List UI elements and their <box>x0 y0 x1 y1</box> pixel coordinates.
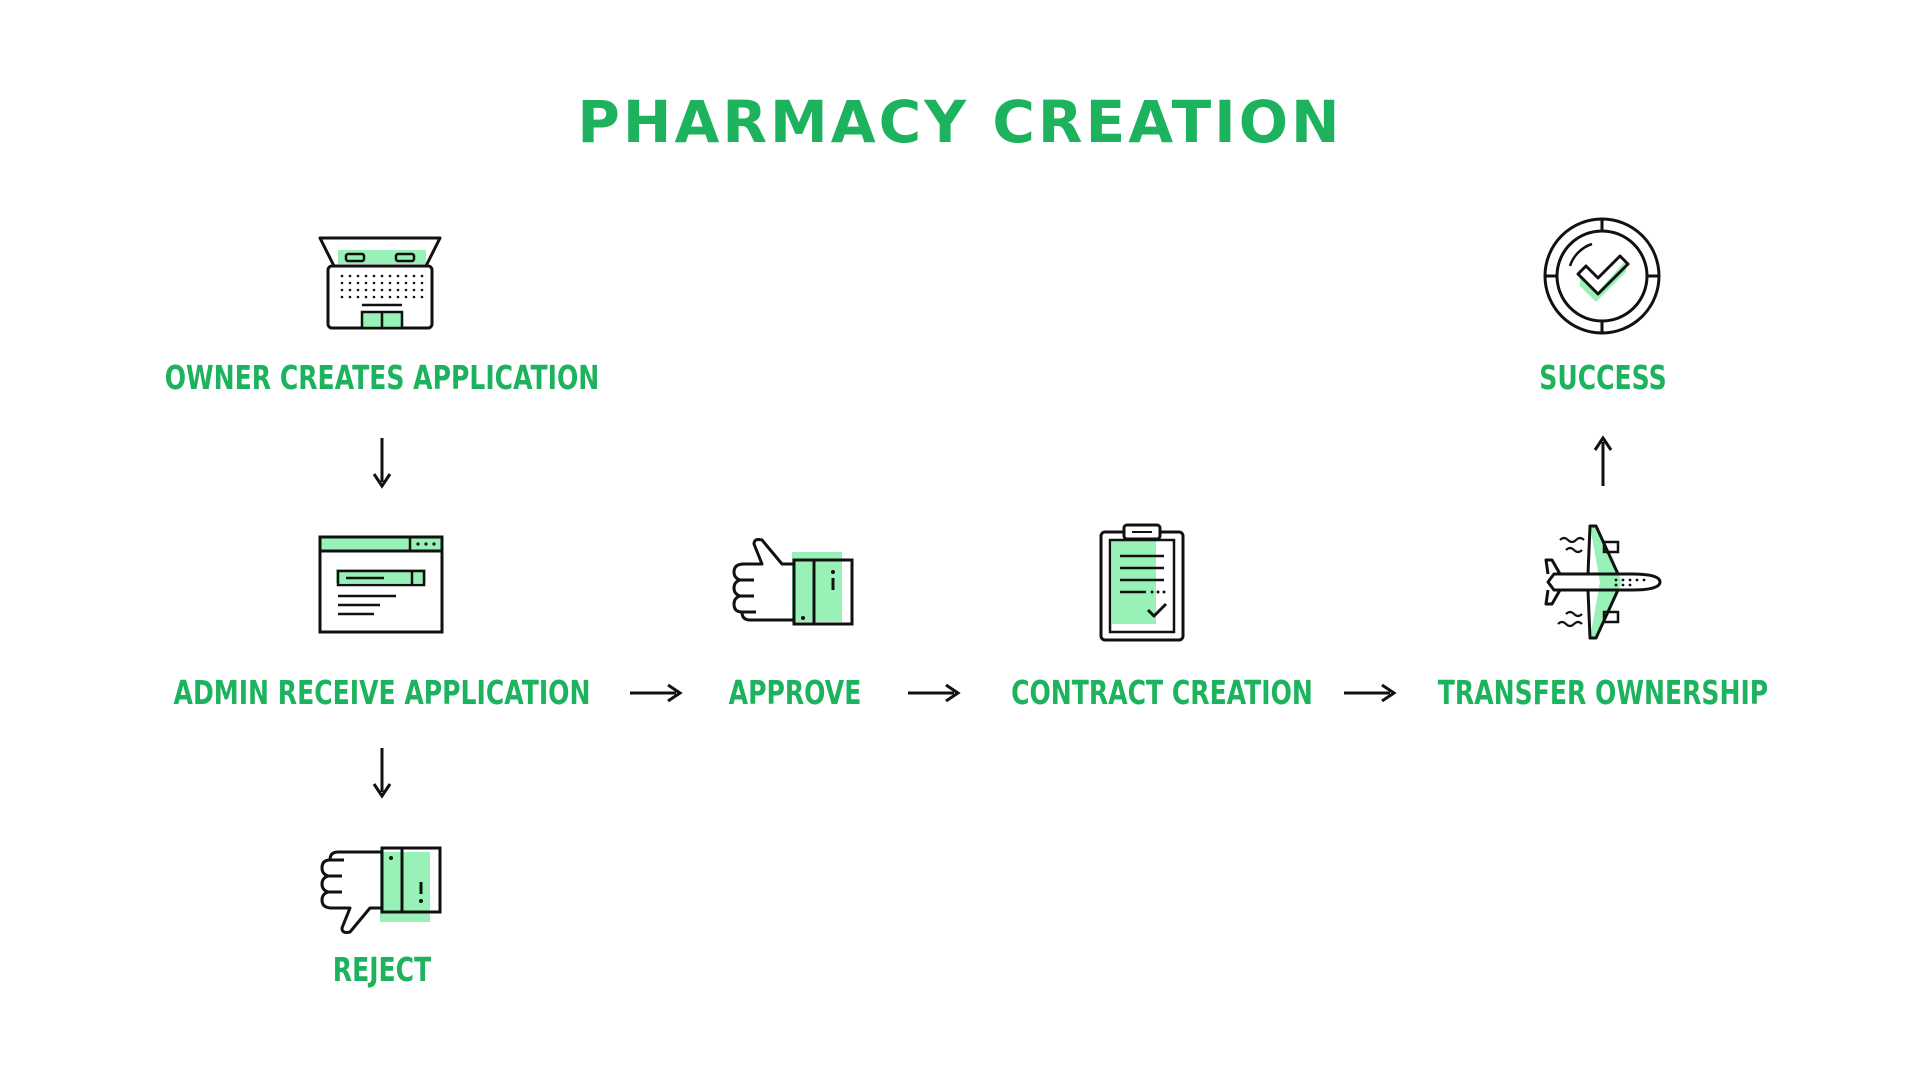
node-label-owner: OWNER CREATES APPLICATION <box>164 358 600 397</box>
browser-window-icon <box>318 535 444 634</box>
page-title: PHARMACY CREATION <box>577 88 1343 156</box>
check-badge-icon <box>1543 217 1661 335</box>
node-label-approve: APPROVE <box>728 673 862 712</box>
airplane-icon <box>1544 524 1662 640</box>
arrow-owner-to-admin <box>372 438 392 489</box>
arrow-contract-to-transfer <box>1344 683 1397 703</box>
thumbs-up-icon <box>732 538 854 626</box>
node-label-admin: ADMIN RECEIVE APPLICATION <box>173 673 591 712</box>
node-label-success: SUCCESS <box>1539 358 1667 397</box>
clipboard-icon <box>1099 523 1185 642</box>
arrow-approve-to-contract <box>908 683 961 703</box>
laptop-icon <box>318 236 442 330</box>
arrow-admin-to-approve <box>630 683 683 703</box>
node-label-reject: REJECT <box>332 950 432 989</box>
node-label-transfer: TRANSFER OWNERSHIP <box>1437 673 1769 712</box>
arrow-admin-to-reject <box>372 748 392 799</box>
node-label-contract: CONTRACT CREATION <box>1011 673 1313 712</box>
arrow-transfer-to-success <box>1593 435 1613 486</box>
thumbs-down-icon <box>320 846 442 934</box>
